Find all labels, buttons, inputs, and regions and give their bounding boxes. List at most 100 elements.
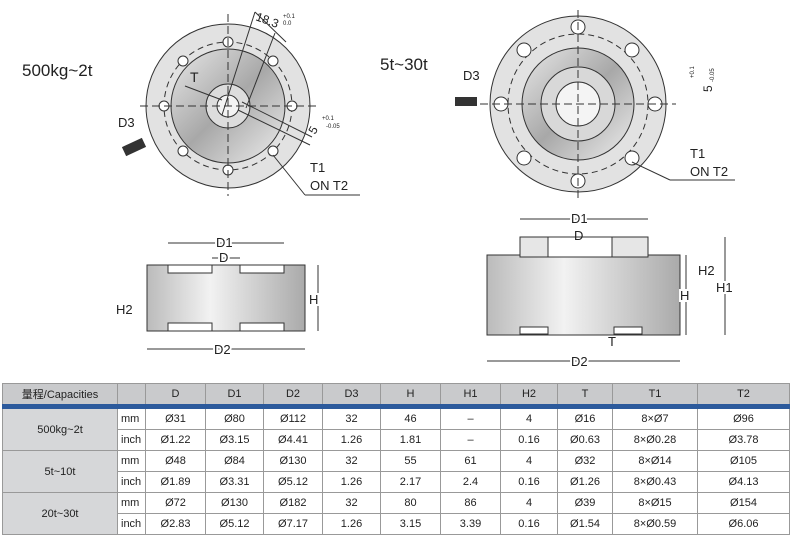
value-cell: 46 bbox=[380, 406, 441, 430]
label-T: T bbox=[190, 69, 199, 85]
small-top-view: 500kg~2t 18.3 +0.1 0.0 T D3 5 +0.1 -0.05… bbox=[22, 10, 360, 196]
column-header: H2 bbox=[500, 383, 558, 409]
value-cell: Ø130 bbox=[205, 492, 264, 514]
label-H2: H2 bbox=[698, 263, 715, 278]
dim-tol-low: 0.0 bbox=[283, 21, 292, 27]
value-cell: 2.17 bbox=[380, 471, 441, 493]
dim-tol-up: +0.1 bbox=[283, 14, 296, 20]
value-cell: 8×Ø15 bbox=[612, 492, 698, 514]
label-H: H bbox=[680, 288, 689, 303]
value-cell: 2.4 bbox=[440, 471, 501, 493]
value-cell: 32 bbox=[322, 450, 381, 472]
label-on-T2: ON T2 bbox=[310, 178, 348, 193]
value-cell: 3.39 bbox=[440, 513, 501, 535]
capacity-cell: 500kg~2t bbox=[2, 406, 118, 451]
column-header: 量程/Capacities bbox=[2, 383, 118, 409]
label-D1: D1 bbox=[571, 211, 588, 226]
value-cell: Ø48 bbox=[145, 450, 206, 472]
value-cell: 4 bbox=[500, 450, 558, 472]
small-title: 500kg~2t bbox=[22, 61, 93, 80]
cable-connector bbox=[455, 97, 477, 106]
value-cell: 0.16 bbox=[500, 471, 558, 493]
value-cell: 86 bbox=[440, 492, 501, 514]
label-H2: H2 bbox=[116, 302, 133, 317]
value-cell: 8×Ø0.59 bbox=[612, 513, 698, 535]
value-cell: 0.16 bbox=[500, 513, 558, 535]
value-cell: Ø72 bbox=[145, 492, 206, 514]
capacity-cell: 5t~10t bbox=[2, 450, 118, 493]
value-cell: Ø1.54 bbox=[557, 513, 613, 535]
unit-cell: inch bbox=[117, 429, 146, 451]
value-cell: 4 bbox=[500, 406, 558, 430]
column-header bbox=[117, 383, 146, 409]
dim-tol-low: -0.05 bbox=[710, 68, 716, 82]
small-side-view: D1 D H H2 D2 bbox=[116, 233, 320, 359]
dim-5: 5 bbox=[701, 85, 715, 92]
value-cell: Ø182 bbox=[263, 492, 323, 514]
label-D2: D2 bbox=[571, 354, 588, 369]
value-cell: Ø1.26 bbox=[557, 471, 613, 493]
large-top-view: 5t~30t D3 5 +0.1 -0.05 T1 ON T2 bbox=[380, 10, 735, 198]
value-cell: Ø7.17 bbox=[263, 513, 323, 535]
dim-tol-up: +0.1 bbox=[690, 65, 696, 78]
dim-18-3: 18.3 bbox=[254, 10, 281, 31]
unit-cell: mm bbox=[117, 406, 146, 430]
large-side-view: D1 D H H2 H1 T D2 bbox=[486, 209, 735, 371]
value-cell: Ø5.12 bbox=[205, 513, 264, 535]
capacity-cell: 20t~30t bbox=[2, 492, 118, 535]
label-D2: D2 bbox=[214, 342, 231, 357]
column-header: D3 bbox=[322, 383, 381, 409]
label-T: T bbox=[608, 334, 616, 349]
value-cell: Ø105 bbox=[697, 450, 790, 472]
value-cell: Ø6.06 bbox=[697, 513, 790, 535]
label-D1: D1 bbox=[216, 235, 233, 250]
label-D: D bbox=[574, 228, 583, 243]
value-cell: Ø1.89 bbox=[145, 471, 206, 493]
value-cell: 61 bbox=[440, 450, 501, 472]
value-cell: 8×Ø0.28 bbox=[612, 429, 698, 451]
value-cell: 1.26 bbox=[322, 513, 381, 535]
value-cell: Ø31 bbox=[145, 406, 206, 430]
value-cell: 8×Ø14 bbox=[612, 450, 698, 472]
value-cell: Ø3.78 bbox=[697, 429, 790, 451]
column-header: D1 bbox=[205, 383, 264, 409]
technical-drawings: 500kg~2t 18.3 +0.1 0.0 T D3 5 +0.1 -0.05… bbox=[22, 10, 735, 371]
value-cell: 1.81 bbox=[380, 429, 441, 451]
value-cell: Ø2.83 bbox=[145, 513, 206, 535]
value-cell: Ø1.22 bbox=[145, 429, 206, 451]
column-header: H bbox=[380, 383, 441, 409]
label-D3: D3 bbox=[118, 115, 135, 130]
dim-tol-up: +0.1 bbox=[322, 116, 335, 122]
label-H1: H1 bbox=[716, 280, 733, 295]
value-cell: 55 bbox=[380, 450, 441, 472]
value-cell: Ø32 bbox=[557, 450, 613, 472]
value-cell: Ø112 bbox=[263, 406, 323, 430]
value-cell: Ø4.13 bbox=[697, 471, 790, 493]
value-cell: Ø5.12 bbox=[263, 471, 323, 493]
value-cell: 3.15 bbox=[380, 513, 441, 535]
value-cell: 8×Ø7 bbox=[612, 406, 698, 430]
value-cell: Ø16 bbox=[557, 406, 613, 430]
value-cell: Ø154 bbox=[697, 492, 790, 514]
value-cell: 1.26 bbox=[322, 429, 381, 451]
label-D3: D3 bbox=[463, 68, 480, 83]
value-cell: – bbox=[440, 406, 501, 430]
label-T1: T1 bbox=[310, 160, 325, 175]
label-H: H bbox=[309, 292, 318, 307]
value-cell: 4 bbox=[500, 492, 558, 514]
value-cell: Ø96 bbox=[697, 406, 790, 430]
column-header: H1 bbox=[440, 383, 501, 409]
column-header: T bbox=[557, 383, 613, 409]
unit-cell: mm bbox=[117, 450, 146, 472]
value-cell: Ø130 bbox=[263, 450, 323, 472]
value-cell: Ø0.63 bbox=[557, 429, 613, 451]
large-title: 5t~30t bbox=[380, 55, 428, 74]
value-cell: 1.26 bbox=[322, 471, 381, 493]
